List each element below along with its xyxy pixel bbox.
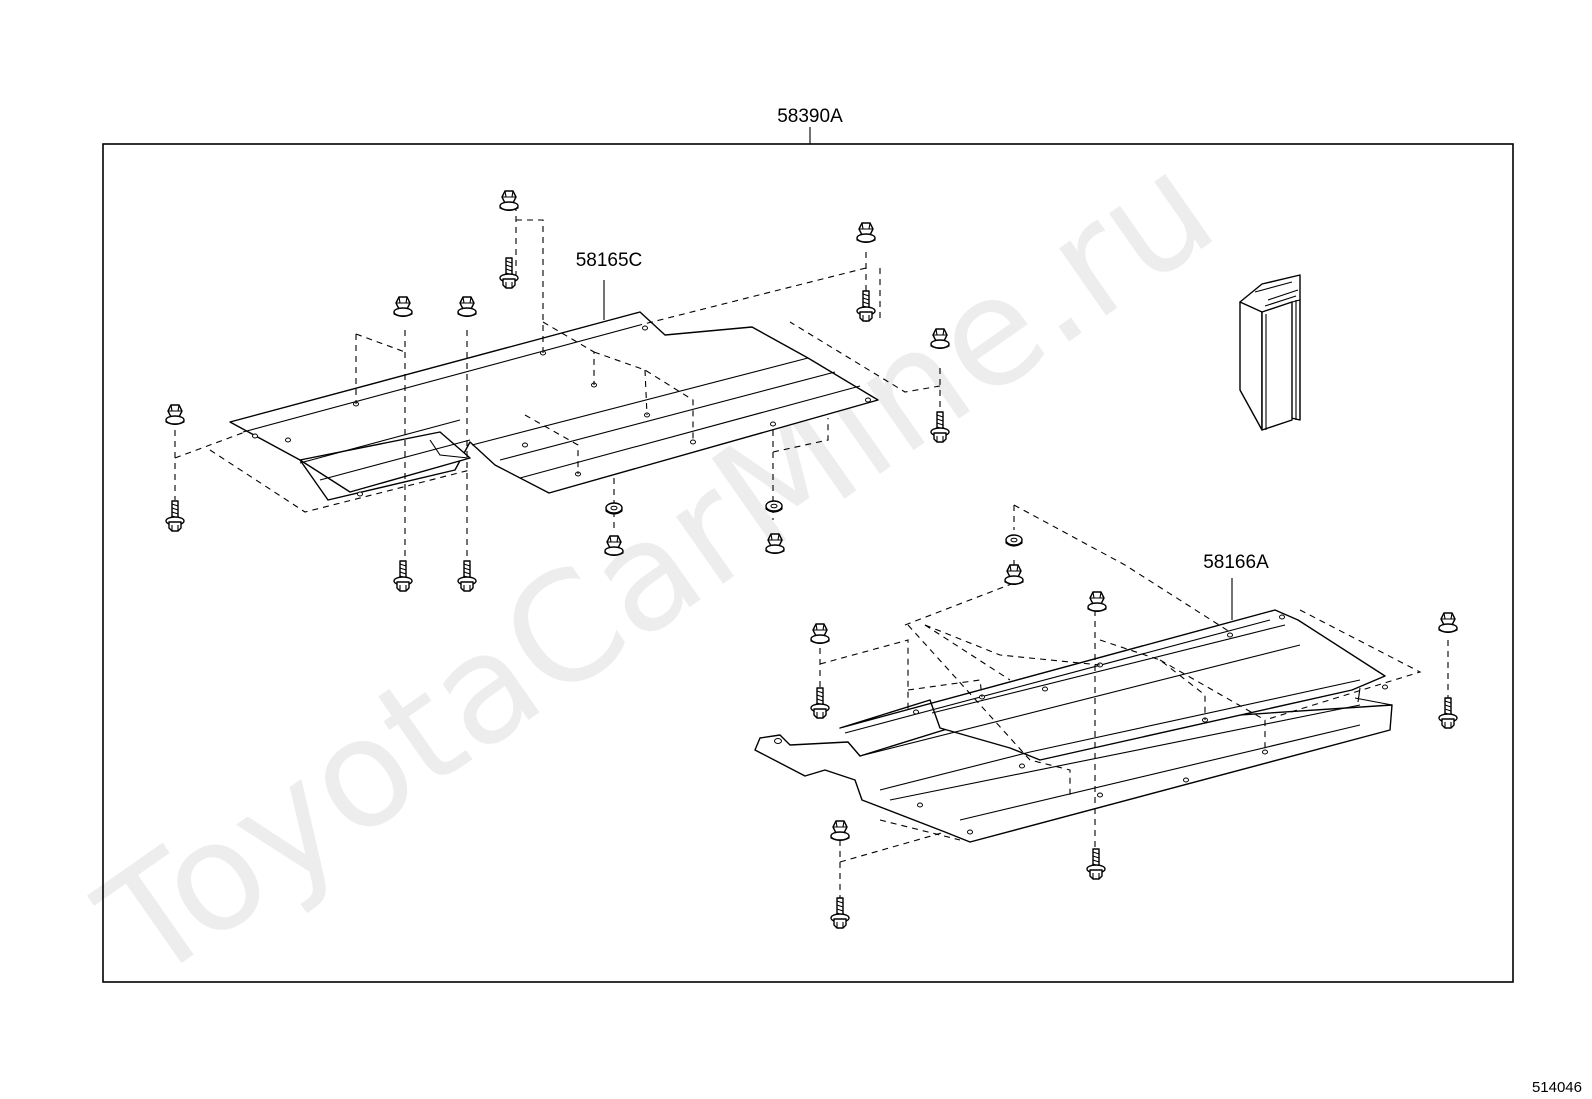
flange-nut-icon xyxy=(830,820,850,842)
flange-bolt-icon xyxy=(499,257,519,289)
rear-cover-fastener-lines xyxy=(819,504,1449,905)
rear-engine-under-cover[interactable] xyxy=(754,609,1393,843)
flange-nut-icon xyxy=(1438,612,1458,634)
flange-bolt-icon xyxy=(165,500,185,532)
flange-nut-icon xyxy=(810,623,830,645)
flange-nut-icon xyxy=(165,404,185,426)
flange-bolt-icon xyxy=(1438,697,1458,729)
flange-nut-icon xyxy=(1004,564,1024,586)
flange-nut-icon xyxy=(1087,591,1107,613)
flange-nut-icon xyxy=(856,222,876,244)
flange-bolt-icon xyxy=(393,560,413,592)
installation-manual-icon[interactable] xyxy=(1239,274,1301,431)
flange-bolt-icon xyxy=(856,290,876,322)
washer-icon xyxy=(765,500,783,513)
assembly-frame xyxy=(102,143,1514,983)
grommet-icon xyxy=(1005,534,1023,547)
figure-number: 514046 xyxy=(1532,1079,1582,1096)
watermark: ToyotaCarMine.ru xyxy=(70,120,1244,1015)
flange-bolt-icon xyxy=(457,560,477,592)
washer-icon xyxy=(605,502,623,515)
front-engine-under-cover[interactable] xyxy=(229,311,879,501)
callout-rear-cover[interactable]: 58166A xyxy=(1203,552,1269,573)
callout-assembly[interactable]: 58390A xyxy=(777,106,843,127)
callout-front-cover[interactable]: 58165C xyxy=(576,250,643,271)
flange-nut-icon xyxy=(393,296,413,318)
flange-bolt-icon xyxy=(830,897,850,929)
flange-bolt-icon xyxy=(1086,848,1106,880)
flange-bolt-icon xyxy=(810,687,830,719)
flange-nut-icon xyxy=(457,296,477,318)
flange-nut-icon xyxy=(499,190,519,212)
